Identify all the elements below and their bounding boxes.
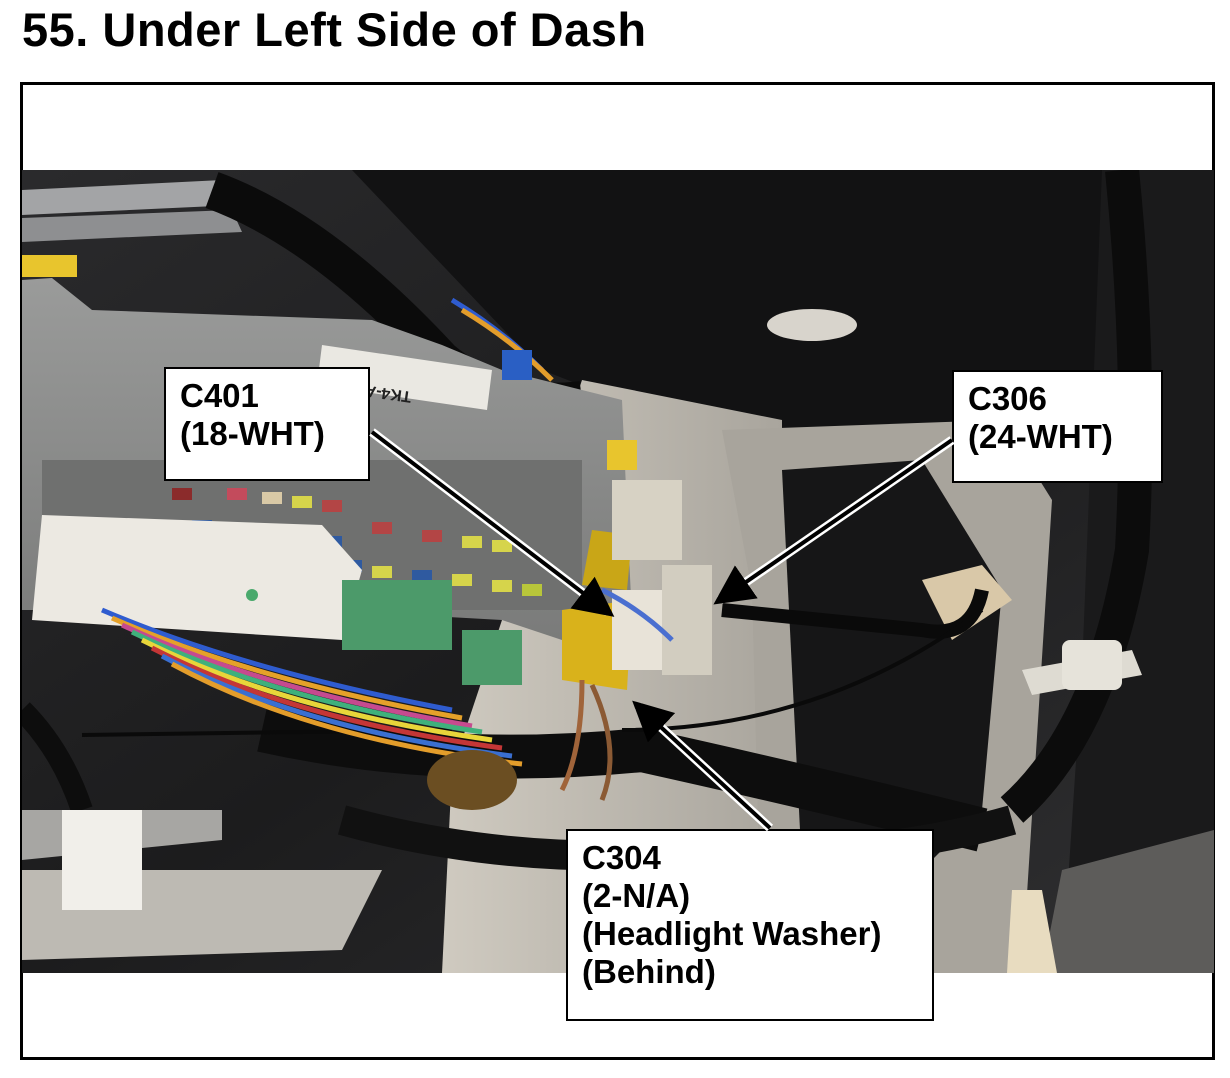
- callout-c304-desc: (Headlight Washer): [582, 915, 882, 952]
- page-title: 55. Under Left Side of Dash: [22, 3, 647, 56]
- callout-c306: C306 (24-WHT): [952, 370, 1163, 483]
- callout-c401-id: C401: [180, 377, 259, 414]
- callout-c304: C304 (2-N/A) (Headlight Washer) (Behind): [566, 829, 934, 1021]
- callout-c304-pins: (2-N/A): [582, 877, 691, 914]
- callout-c306-id: C306: [968, 380, 1047, 417]
- callout-c306-desc: (24-WHT): [968, 418, 1113, 455]
- callout-c304-id: C304: [582, 839, 661, 876]
- callout-c401: C401 (18-WHT): [164, 367, 370, 481]
- callout-c401-desc: (18-WHT): [180, 415, 325, 452]
- callout-c304-location: (Behind): [582, 953, 716, 990]
